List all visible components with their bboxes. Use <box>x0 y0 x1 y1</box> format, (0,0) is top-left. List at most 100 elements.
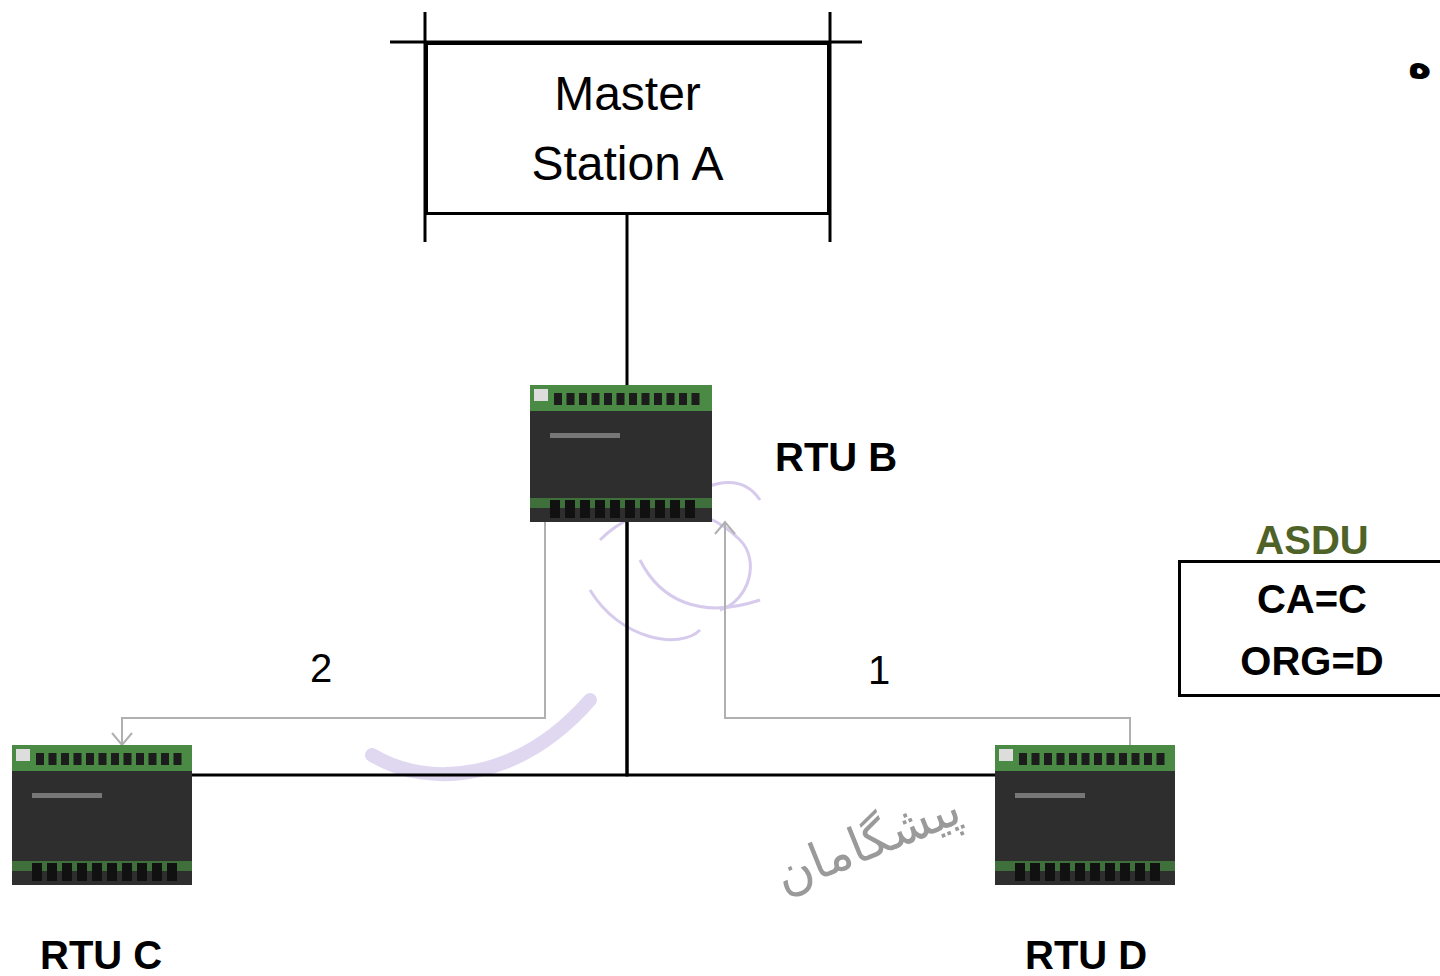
device-terminal <box>1075 863 1085 881</box>
device-terminal <box>670 500 680 518</box>
device-terminal <box>124 753 132 765</box>
device-terminal <box>610 500 620 518</box>
master-bus-bars <box>390 12 862 242</box>
device-terminal <box>1144 753 1152 765</box>
device-terminal <box>99 753 107 765</box>
rtu-label: RTU D <box>1025 935 1147 975</box>
device-terminal <box>174 753 182 765</box>
device-terminal <box>604 393 612 405</box>
device-terminal <box>625 500 635 518</box>
device-terminal <box>1057 753 1065 765</box>
rtu-device: RTU D <box>995 745 1175 885</box>
rtu-device: RTU B <box>530 385 712 522</box>
device-terminal <box>679 393 687 405</box>
watermark-curve <box>640 560 760 608</box>
device-terminal <box>685 500 695 518</box>
device-terminal <box>1090 863 1100 881</box>
device-terminal <box>554 393 562 405</box>
device-terminal <box>1150 863 1160 881</box>
device-print <box>1015 793 1085 798</box>
device-terminal <box>32 863 42 881</box>
device-terminal <box>149 753 157 765</box>
device-body <box>995 753 1175 885</box>
device-terminal <box>107 863 117 881</box>
device-terminal <box>36 753 44 765</box>
watermark-bird <box>590 483 760 640</box>
rtu-label: RTU B <box>775 437 897 477</box>
device-terminal <box>1044 753 1052 765</box>
device-terminal <box>47 863 57 881</box>
device-terminal <box>1157 753 1165 765</box>
device-terminal <box>1132 753 1140 765</box>
device-terminal <box>642 393 650 405</box>
callout-number: 1 <box>868 650 890 690</box>
callout-number: 2 <box>310 648 332 688</box>
device-terminal <box>1032 753 1040 765</box>
device-terminal <box>595 500 605 518</box>
device-terminal <box>167 863 177 881</box>
device-pcb <box>12 745 192 771</box>
device-terminal <box>1107 753 1115 765</box>
watermark-curve <box>600 510 750 610</box>
device-port <box>534 389 548 401</box>
device-terminal <box>567 393 575 405</box>
device-terminal <box>654 393 662 405</box>
device-terminal <box>1120 863 1130 881</box>
device-terminal <box>667 393 675 405</box>
device-terminal <box>1119 753 1127 765</box>
device-terminal <box>1030 863 1040 881</box>
device-terminal <box>640 500 650 518</box>
rtu-illustration <box>995 745 1175 885</box>
rtu-illustration <box>530 385 712 522</box>
flow-arrow <box>122 522 545 745</box>
device-terminal <box>592 393 600 405</box>
watermark-swoosh <box>372 700 590 774</box>
asdu-box: ASDUCA=CORG=D <box>1178 560 1440 697</box>
device-terminal <box>61 753 69 765</box>
device-terminal <box>92 863 102 881</box>
device-terminal <box>617 393 625 405</box>
device-terminal <box>111 753 119 765</box>
device-body <box>12 753 192 885</box>
bus-line <box>627 522 995 775</box>
device-print <box>32 793 102 798</box>
device-pcb <box>530 385 712 411</box>
device-terminal <box>49 753 57 765</box>
device-terminal <box>550 500 560 518</box>
asdu-field: CA=C <box>1181 575 1440 623</box>
asdu-field: ORG=D <box>1181 637 1440 685</box>
device-port <box>16 749 30 761</box>
bus-line <box>192 522 627 775</box>
bus-line <box>626 215 629 385</box>
watermark-text: پیشگامان <box>766 778 969 907</box>
device-terminal <box>1069 753 1077 765</box>
device-terminal <box>629 393 637 405</box>
device-terminal <box>1105 863 1115 881</box>
device-terminal <box>1094 753 1102 765</box>
device-terminal <box>1082 753 1090 765</box>
device-terminal <box>122 863 132 881</box>
asdu-heading: ASDU <box>1181 516 1440 564</box>
device-terminal <box>1135 863 1145 881</box>
cut-off-text: ه <box>1408 40 1432 88</box>
rtu-device: RTU C <box>12 745 192 885</box>
device-terminal <box>161 753 169 765</box>
watermark-curve <box>590 590 700 640</box>
device-terminal <box>565 500 575 518</box>
rtu-label: RTU C <box>40 935 162 975</box>
device-terminal <box>1015 863 1025 881</box>
device-print <box>550 433 620 438</box>
device-terminal <box>137 863 147 881</box>
node-title: Master Station A <box>503 59 753 199</box>
device-terminal <box>1019 753 1027 765</box>
device-pcb <box>995 745 1175 771</box>
device-terminal <box>1060 863 1070 881</box>
flow-arrow <box>725 522 1130 745</box>
device-body <box>530 393 712 522</box>
device-terminal <box>136 753 144 765</box>
device-terminal <box>86 753 94 765</box>
device-terminal <box>74 753 82 765</box>
device-terminal <box>152 863 162 881</box>
device-terminal <box>1045 863 1055 881</box>
device-port <box>999 749 1013 761</box>
